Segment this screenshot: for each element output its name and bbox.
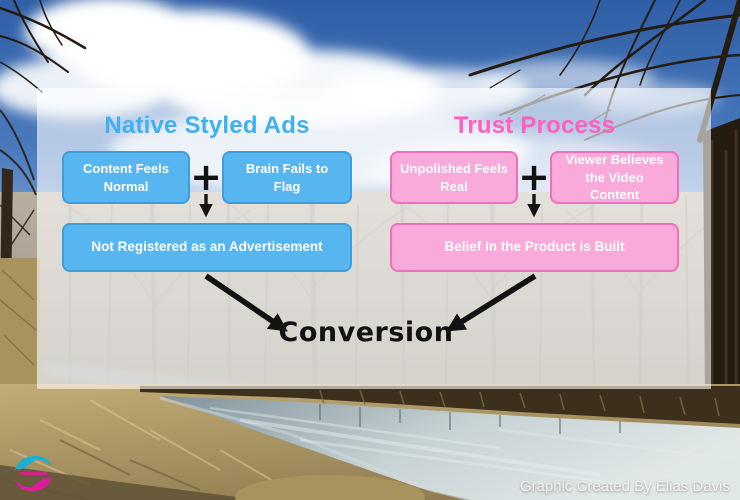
node-label: Brain Fails to Flag [245,160,329,194]
left-column-title: Native Styled Ads [104,112,310,139]
credit-text: Graphic Created By Elias Davis [519,478,730,495]
node-label: Content Feels Normal [83,160,169,194]
creator-logo-icon [14,455,53,492]
node-not-registered-as-advertisement: Not Registered as an Advertisement [62,223,352,272]
node-label: Not Registered as an Advertisement [91,239,323,255]
plus-icon: + [190,155,222,199]
node-belief-in-product-built: Belief in the Product is Built [390,223,679,272]
node-label: Unpolished Feels Real [400,160,508,194]
right-column-title: Trust Process [453,112,616,139]
node-viewer-believes-video: Viewer Believes the Video Content [550,151,679,204]
node-unpolished-feels-real: Unpolished Feels Real [390,151,518,204]
node-label: Belief in the Product is Built [444,239,625,255]
node-content-feels-normal: Content Feels Normal [62,151,190,204]
conversion-label: Conversion [278,317,454,348]
node-label: Viewer Believes the Video Content [565,152,664,203]
plus-icon: + [518,155,550,199]
node-brain-fails-to-flag: Brain Fails to Flag [222,151,352,204]
